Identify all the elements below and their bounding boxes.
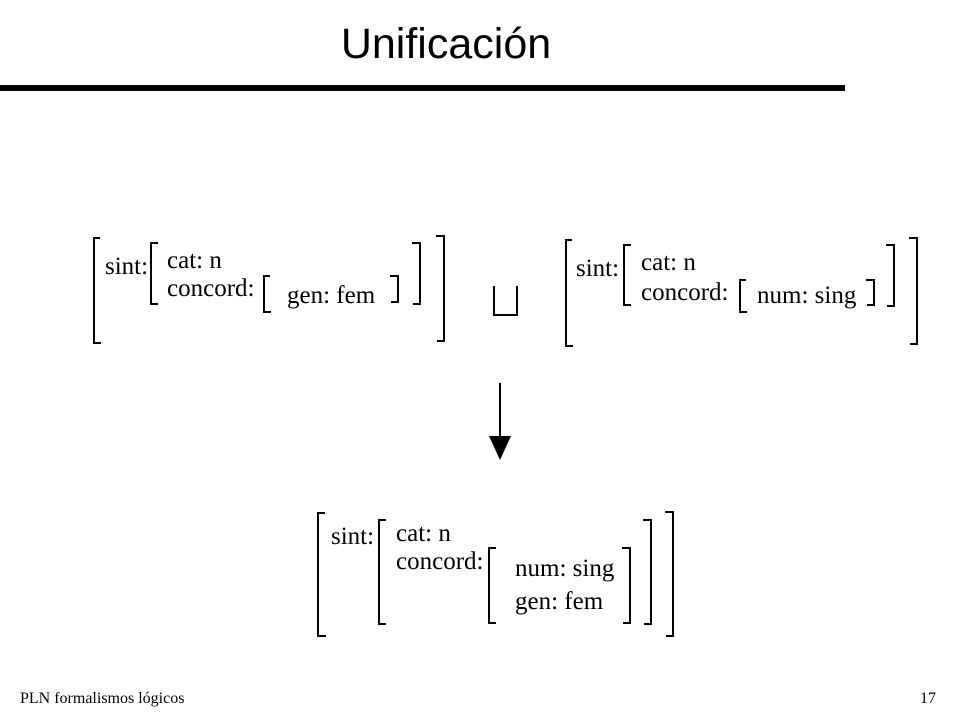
page-number: 17 — [920, 690, 936, 707]
result-outer-open-bracket — [317, 512, 326, 637]
result-cat-feature: cat: n — [396, 520, 451, 547]
left-sint-label: sint: — [105, 253, 149, 280]
left-concord-close-bracket — [390, 275, 399, 303]
right-outer-open-bracket — [565, 239, 573, 347]
result-concord-label: concord: — [396, 548, 484, 575]
title-underline — [0, 85, 845, 91]
result-sint-label: sint: — [331, 523, 375, 550]
result-concord-close-bracket — [622, 547, 631, 624]
left-concord-label: concord: — [167, 275, 255, 302]
right-outer-close-bracket — [909, 237, 918, 345]
right-concord-label: concord: — [641, 279, 729, 306]
left-inner-close-bracket — [412, 242, 421, 305]
right-sint-label: sint: — [576, 255, 620, 282]
right-num-feature: num: sing — [757, 282, 857, 309]
result-outer-close-bracket — [665, 511, 674, 637]
left-gen-feature: gen: fem — [287, 282, 376, 309]
right-concord-close-bracket — [866, 279, 875, 306]
footer-text: PLN formalismos lógicos — [20, 690, 185, 707]
right-inner-open-bracket — [623, 244, 631, 306]
result-concord-open-bracket — [488, 547, 496, 624]
down-arrow-icon — [489, 383, 511, 460]
left-outer-open-bracket — [93, 237, 101, 344]
result-gen-feature: gen: fem — [515, 588, 604, 615]
slide-title: Unificación — [340, 20, 552, 68]
left-cat-feature: cat: n — [167, 247, 222, 274]
right-concord-open-bracket — [739, 279, 747, 313]
right-cat-feature: cat: n — [641, 249, 696, 276]
result-num-feature: num: sing — [515, 555, 615, 582]
unification-symbol — [493, 286, 518, 316]
left-inner-open-bracket — [150, 242, 158, 305]
left-outer-close-bracket — [436, 235, 445, 342]
result-inner-open-bracket — [378, 519, 386, 625]
right-inner-close-bracket — [886, 244, 895, 307]
left-concord-open-bracket — [263, 275, 271, 313]
result-inner-close-bracket — [643, 519, 652, 625]
